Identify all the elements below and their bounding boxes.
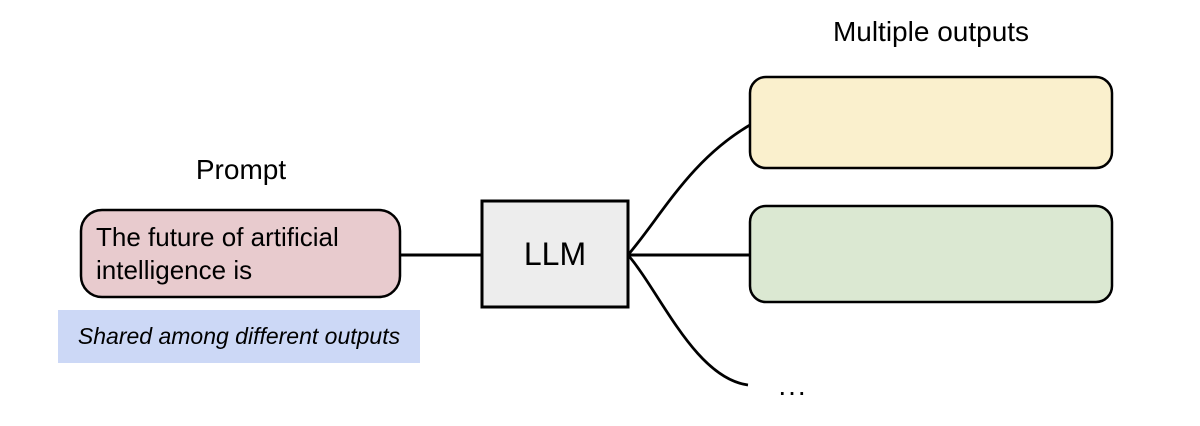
- llm-box: [480, 199, 630, 309]
- outputs-title: Multiple outputs: [832, 16, 1030, 47]
- connector-llm-to-output-top: [626, 123, 751, 256]
- prompt-box-text: The future of artificial intelligence is: [96, 222, 339, 285]
- output-box-middle: [748, 204, 1114, 304]
- connector-llm-to-ellipsis: [626, 254, 749, 387]
- outputs-ellipsis: ...: [778, 370, 808, 401]
- shared-note-text: Shared among different outputs: [77, 323, 401, 349]
- output-box-top: [748, 75, 1114, 170]
- prompt-box: [79, 208, 402, 299]
- prompt-title: Prompt: [195, 154, 287, 185]
- shared-note-highlight: [58, 310, 420, 363]
- llm-label: LLM: [523, 235, 587, 272]
